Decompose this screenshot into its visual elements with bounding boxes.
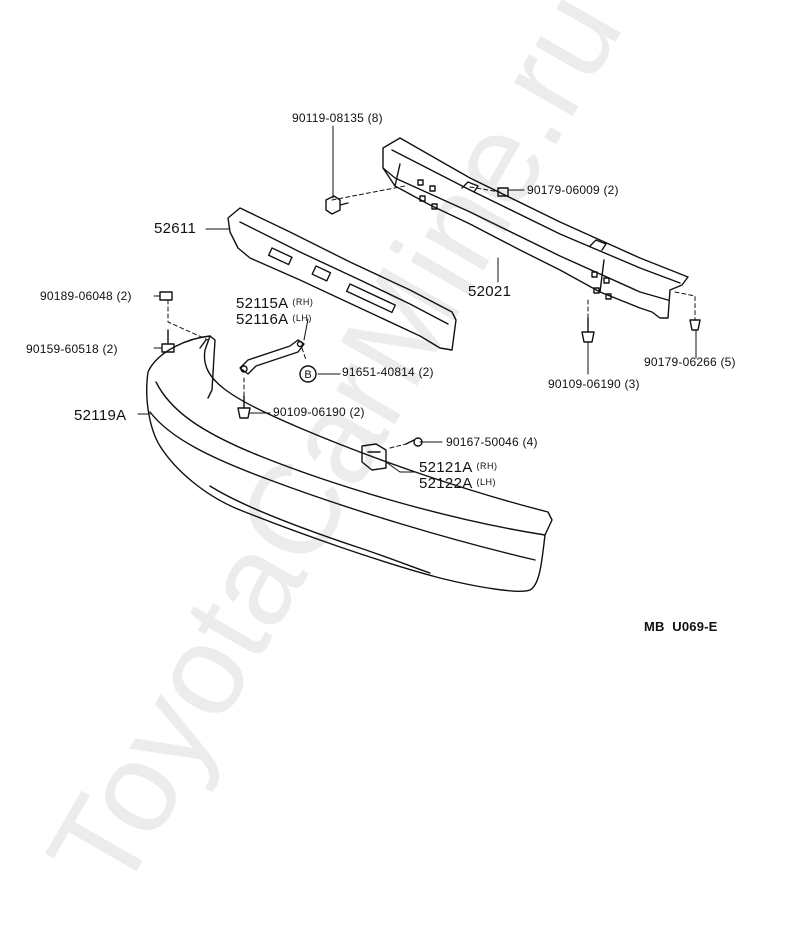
label-52122A: 52122A(LH)	[419, 476, 496, 491]
callout-b-circle	[299, 365, 317, 383]
label-52121A: 52121A(RH)	[419, 460, 498, 475]
label-52611: 52611	[154, 220, 197, 237]
label-90189-06048: 90189-06048 (2)	[40, 289, 132, 303]
bumper-cover-52119A	[146, 335, 553, 592]
label-90109-06190-3: 90109-06190 (3)	[548, 377, 640, 391]
bumper-bracket-52121A-52122A	[361, 443, 387, 471]
bumper-retainer-52611	[227, 207, 457, 351]
label-52116A: 52116A(LH)	[236, 312, 312, 327]
label-52021: 52021	[468, 283, 512, 300]
label-91651-40814: 91651-40814 (2)	[342, 365, 434, 379]
label-52119A: 52119A	[74, 407, 127, 424]
label-52115A-number: 52115A	[236, 295, 289, 312]
leader-lines	[137, 125, 697, 473]
diagram-code: MB U069-E	[644, 619, 718, 634]
label-52122A-number: 52122A	[419, 475, 473, 492]
label-90159-60518: 90159-60518 (2)	[26, 342, 118, 356]
label-90119-08135: 90119-08135 (8)	[292, 111, 383, 125]
label-52116A-side: (LH)	[292, 313, 312, 323]
label-90179-06009: 90179-06009 (2)	[527, 183, 619, 197]
callout-b-letter: B	[304, 369, 311, 381]
label-52121A-number: 52121A	[419, 459, 473, 476]
bumper-stay-52115A-52116A	[239, 339, 305, 375]
label-52121A-side: (RH)	[476, 461, 498, 471]
label-52122A-side: (LH)	[476, 477, 497, 487]
label-90179-06266: 90179-06266 (5)	[644, 355, 736, 369]
bumper-reinforcement-52021	[382, 137, 689, 319]
label-90109-06190-2: 90109-06190 (2)	[273, 405, 365, 419]
label-52115A-side: (RH)	[292, 297, 314, 307]
label-52116A-number: 52116A	[236, 311, 289, 328]
fasteners	[159, 187, 701, 447]
guide-lines	[167, 185, 696, 449]
label-90167-50046: 90167-50046 (4)	[446, 435, 538, 449]
label-52115A: 52115A(RH)	[236, 296, 313, 311]
